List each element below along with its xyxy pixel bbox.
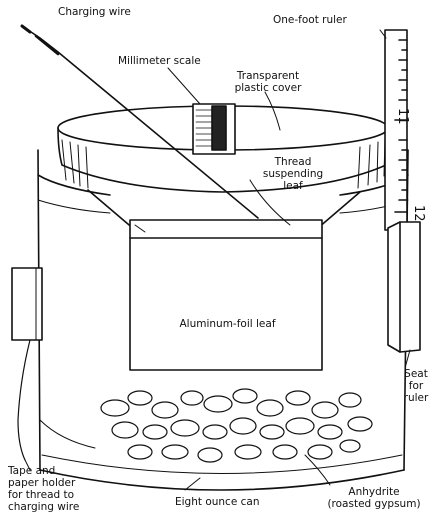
label-thread-line3: leaf bbox=[283, 180, 303, 192]
leader-lines bbox=[24, 29, 411, 491]
label-anhydrite: Anhydrite (roasted gypsum) bbox=[318, 486, 430, 510]
label-tape-and-paper-holder: Tape and paper holder for thread to char… bbox=[8, 465, 79, 513]
label-millimeter-scale: Millimeter scale bbox=[118, 55, 201, 67]
aluminum-foil-leaf bbox=[129, 219, 323, 371]
millimeter-scale bbox=[192, 103, 236, 155]
label-eight-ounce-can: Eight ounce can bbox=[175, 496, 260, 508]
label-anhydrite-line2: (roasted gypsum) bbox=[327, 498, 421, 510]
label-thread-line1: Thread bbox=[274, 156, 312, 168]
label-tape-line4: charging wire bbox=[8, 501, 80, 513]
charging-wire bbox=[20, 24, 259, 219]
label-tape-line3: for thread to bbox=[8, 489, 75, 501]
label-thread-line2: suspending bbox=[262, 168, 324, 180]
label-tape-line1: Tape and bbox=[8, 465, 56, 477]
label-one-foot-ruler: One-foot ruler bbox=[273, 14, 347, 26]
tape-holder bbox=[11, 267, 43, 461]
label-aluminum-foil-leaf: Aluminum-foil leaf bbox=[179, 318, 276, 330]
label-charging-wire: Charging wire bbox=[58, 6, 131, 18]
anhydrite-pebbles bbox=[100, 388, 373, 463]
label-transparent-cover: Transparent plastic cover bbox=[228, 70, 308, 94]
label-seat-line1: Seat bbox=[404, 368, 428, 380]
ruler-seat bbox=[387, 221, 421, 353]
label-tape-line2: paper holder bbox=[8, 477, 76, 489]
label-transparent-cover-line1: Transparent bbox=[236, 70, 300, 82]
label-seat-line3: ruler bbox=[403, 392, 429, 404]
label-transparent-cover-line2: plastic cover bbox=[234, 82, 302, 94]
ruler-number-12: 12 bbox=[411, 205, 426, 222]
label-seat-line2: for bbox=[408, 380, 424, 392]
label-thread-suspending-leaf: Thread suspending leaf bbox=[258, 156, 328, 192]
one-foot-ruler bbox=[384, 29, 408, 231]
suspending-thread bbox=[87, 189, 361, 231]
ruler-number-11: 11 bbox=[395, 108, 410, 125]
label-anhydrite-line1: Anhydrite bbox=[348, 486, 400, 498]
label-seat-for-ruler: Seat for ruler bbox=[396, 368, 436, 404]
